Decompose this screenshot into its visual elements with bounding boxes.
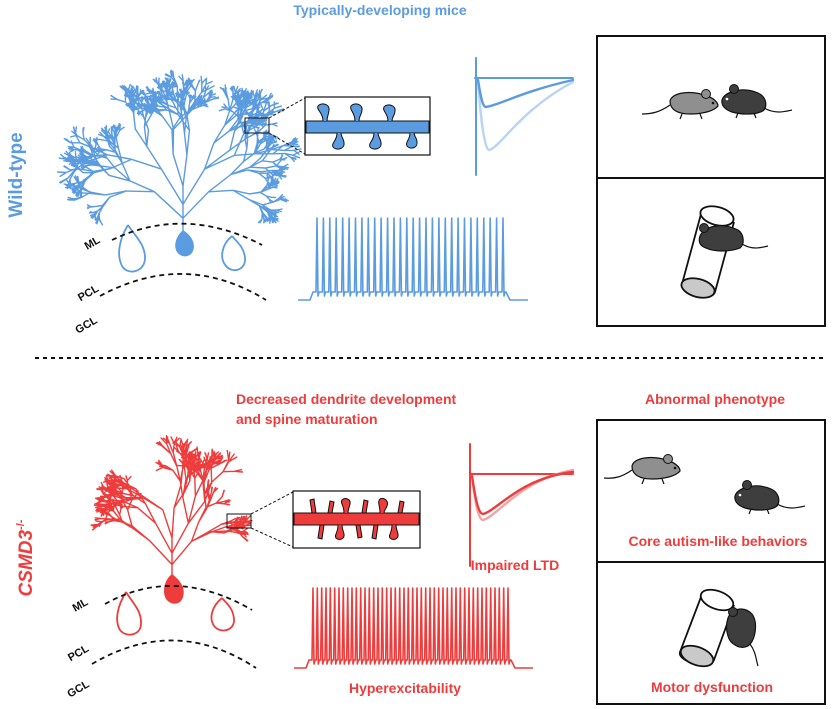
top-title: Typically-developing mice <box>293 2 466 18</box>
dendrite-finding-line1: Decreased dendrite development <box>236 391 457 407</box>
purkinje-soma-wildtype <box>175 230 194 257</box>
zoom-region-wildtype <box>244 117 270 134</box>
purkinje-soma-mutant <box>164 574 184 604</box>
purkinje-dendritic-tree-wildtype <box>56 69 302 233</box>
layer-ml-wildtype: ML <box>83 234 103 252</box>
motor-dysfunction-label: Motor dysfunction <box>651 679 773 695</box>
dendrite-with-mature-spines <box>305 103 430 150</box>
mouse-icon <box>603 454 681 485</box>
neighbor-cell-right-wildtype <box>221 235 246 272</box>
mouse-icon <box>721 84 793 119</box>
excitability-finding-label: Hyperexcitability <box>349 680 461 696</box>
layer-gcl-wildtype: GCL <box>73 314 99 336</box>
dendrite-with-immature-spines <box>293 498 420 540</box>
mouse-icon <box>725 607 759 667</box>
social-behavior-box-mutant <box>596 419 826 563</box>
layer-gcl-mutant: GCL <box>65 678 91 700</box>
dendrite-finding-line2: and spine maturation <box>236 411 378 427</box>
spike-train-wildtype <box>298 217 528 301</box>
layer-pcl-wildtype: PCL <box>76 283 101 305</box>
pcl-gcl-boundary-wildtype <box>99 273 267 301</box>
ltd-trace-mutant <box>469 443 575 567</box>
mutant-side-label: CSMD3-/- <box>15 519 37 596</box>
layer-pcl-mutant: PCL <box>66 643 91 665</box>
phenotype-title: Abnormal phenotype <box>645 391 785 407</box>
layer-ml-mutant: ML <box>71 596 91 614</box>
mouse-icon <box>698 223 769 252</box>
neighbor-cell-right-mutant <box>210 597 235 632</box>
mouse-icon <box>641 89 719 120</box>
neighbor-cell-left-mutant <box>116 591 142 636</box>
ltd-trace-wildtype <box>474 57 575 176</box>
neighbor-cell-left-wildtype <box>118 224 146 273</box>
ltd-finding-label: Impaired LTD <box>471 557 559 573</box>
zoom-region-mutant <box>226 513 252 529</box>
rotarod-cylinder <box>679 588 735 668</box>
mouse-icon <box>734 480 806 515</box>
purkinje-dendritic-tree-mutant <box>90 435 253 577</box>
ml-pcl-boundary-wildtype <box>111 222 263 246</box>
ml-pcl-boundary-mutant <box>104 584 253 611</box>
spike-train-mutant <box>294 587 533 669</box>
wildtype-side-label: Wild-type <box>6 132 27 217</box>
dendrite-branches <box>56 69 302 233</box>
dendrite-branches <box>90 435 253 577</box>
pcl-gcl-boundary-mutant <box>91 639 257 669</box>
autism-behavior-label: Core autism-like behaviors <box>629 533 808 549</box>
